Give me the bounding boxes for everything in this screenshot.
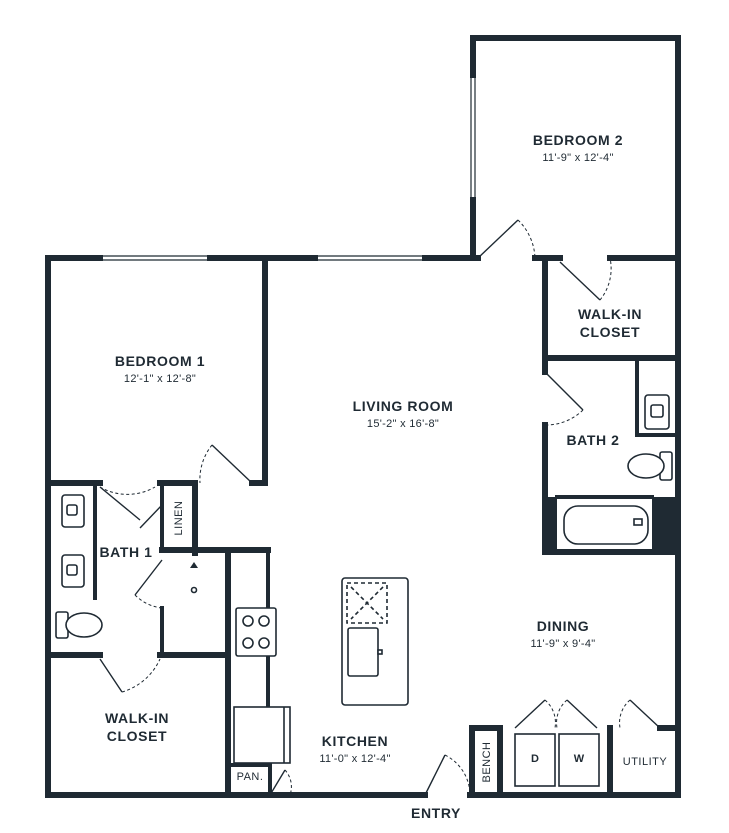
label-bath2: BATH 2 bbox=[566, 432, 619, 448]
island-cooktop-x2 bbox=[350, 586, 384, 620]
kitchen-stove bbox=[235, 607, 277, 657]
door-laundry-right-swing bbox=[556, 699, 568, 729]
washer bbox=[558, 733, 600, 787]
door-bath1-swing bbox=[99, 486, 156, 495]
door-bedroom1-swing bbox=[199, 444, 213, 484]
door-laundry-right bbox=[566, 699, 598, 729]
stove-burner-2 bbox=[258, 615, 270, 627]
door-entry-swing bbox=[444, 754, 471, 796]
bath2-wall-block-west bbox=[542, 497, 557, 553]
label-washer: W bbox=[574, 753, 585, 765]
label-utility: UTILITY bbox=[623, 756, 668, 768]
label-wic2-line1: WALK-IN bbox=[578, 306, 642, 322]
bath1-sink-1-basin bbox=[66, 504, 78, 516]
door-bath1 bbox=[99, 486, 141, 521]
door-utility bbox=[629, 699, 661, 729]
door-wic2-swing bbox=[599, 257, 612, 301]
stove-burner-4 bbox=[258, 637, 270, 649]
door-pantry-swing bbox=[284, 769, 292, 796]
dims-dining: 11'-9" x 9'-4" bbox=[531, 638, 596, 650]
door-bedroom1 bbox=[211, 444, 253, 484]
stove-burner-3 bbox=[242, 637, 254, 649]
walls bbox=[45, 35, 681, 798]
dims-kitchen: 11'-0" x 12'-4" bbox=[319, 753, 390, 765]
label-pantry: PAN. bbox=[237, 771, 264, 783]
label-dryer: D bbox=[531, 753, 539, 765]
label-bench: BENCH bbox=[481, 741, 493, 782]
label-wic1-line2: CLOSET bbox=[107, 728, 167, 744]
bath2-wall-block-east bbox=[652, 497, 680, 553]
bath2-tub bbox=[563, 505, 649, 545]
door-wic1-swing bbox=[121, 658, 161, 693]
island-sink bbox=[347, 627, 379, 677]
door-linen bbox=[139, 504, 163, 529]
windows bbox=[100, 75, 476, 261]
kitchen-fridge bbox=[233, 706, 291, 764]
bath2-sink-basin bbox=[650, 404, 664, 418]
dims-bedroom2: 11'-9" x 12'-4" bbox=[542, 152, 613, 164]
label-dining: DINING bbox=[537, 618, 590, 634]
bath1-toilet-bowl bbox=[65, 612, 103, 638]
door-entry bbox=[424, 754, 446, 796]
bath2-toilet-bowl bbox=[627, 453, 665, 479]
doors bbox=[99, 219, 661, 796]
door-utility-swing bbox=[619, 699, 631, 729]
shower-drain bbox=[190, 586, 198, 594]
shower-head bbox=[190, 562, 198, 568]
label-wic1-line1: WALK-IN bbox=[105, 710, 169, 726]
label-bath1: BATH 1 bbox=[99, 544, 152, 560]
label-living-room: LIVING ROOM bbox=[353, 398, 454, 414]
door-shower bbox=[134, 559, 163, 596]
bath2-tub-drain bbox=[633, 518, 643, 526]
label-linen: LINEN bbox=[173, 501, 185, 536]
label-bedroom1: BEDROOM 1 bbox=[115, 353, 205, 369]
stove-burner-1 bbox=[242, 615, 254, 627]
fixtures bbox=[55, 361, 680, 797]
door-bedroom2 bbox=[477, 219, 519, 259]
door-wic2 bbox=[559, 261, 601, 301]
dryer bbox=[514, 733, 556, 787]
dims-living-room: 15'-2" x 16'-8" bbox=[367, 418, 439, 430]
label-entry: ENTRY bbox=[411, 805, 461, 821]
door-bath2 bbox=[544, 371, 584, 411]
door-bath2-swing bbox=[544, 409, 584, 426]
door-shower-swing bbox=[134, 594, 163, 609]
dims-bedroom1: 12'-1" x 12'-8" bbox=[124, 373, 196, 385]
door-laundry-left bbox=[514, 699, 546, 729]
label-wic2-line2: CLOSET bbox=[580, 324, 640, 340]
door-pantry bbox=[269, 769, 286, 796]
labels: BEDROOM 2 11'-9" x 12'-4" WALK-IN CLOSET… bbox=[99, 132, 668, 821]
door-laundry-left-swing bbox=[544, 699, 556, 729]
island-faucet bbox=[377, 649, 383, 655]
label-kitchen: KITCHEN bbox=[322, 733, 388, 749]
label-bedroom2: BEDROOM 2 bbox=[533, 132, 623, 148]
door-wic1 bbox=[99, 658, 123, 693]
bath1-sink-2-basin bbox=[66, 564, 78, 576]
door-bedroom2-swing bbox=[517, 219, 536, 259]
